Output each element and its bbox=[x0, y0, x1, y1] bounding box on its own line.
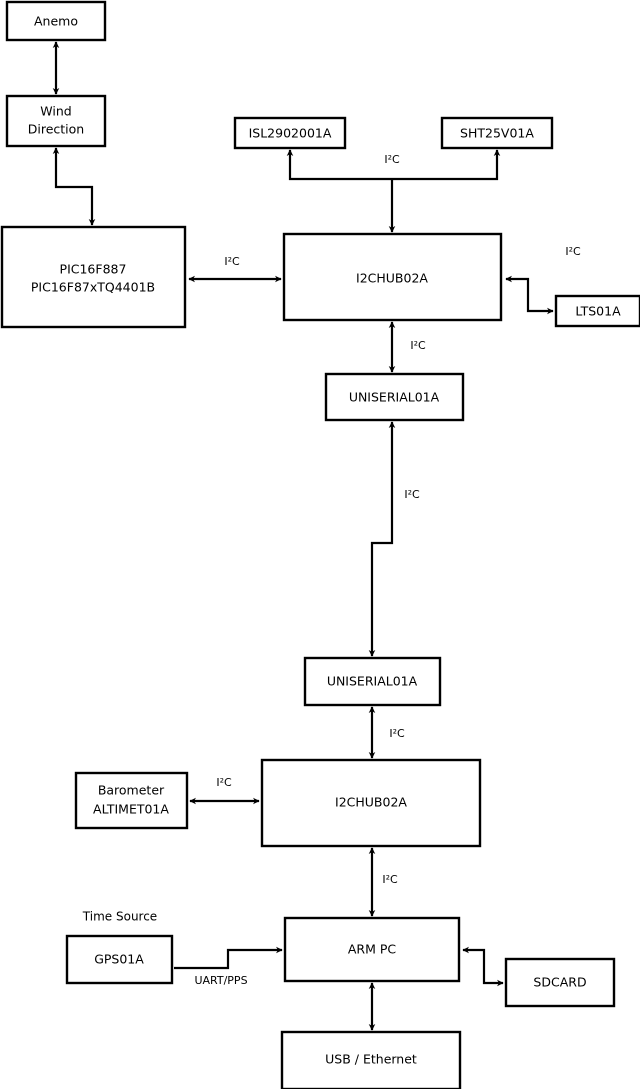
node-pic-mcu[interactable]: PIC16F887 PIC16F87xTQ4401B bbox=[0, 225, 187, 329]
node-label-usb-ethernet: USB / Ethernet bbox=[325, 1052, 417, 1067]
edges-layer: I²C I²C I²C I²C I²C bbox=[52, 41, 581, 1031]
node-box-sht25v01a[interactable] bbox=[440, 116, 554, 150]
node-usb-ethernet[interactable]: USB / Ethernet bbox=[280, 1030, 462, 1089]
node-box-usb-ethernet[interactable] bbox=[280, 1030, 462, 1089]
edge-label-hub2-armpc: I²C bbox=[382, 873, 398, 886]
node-lts01a[interactable]: LTS01A bbox=[554, 294, 640, 328]
node-box-sdcard[interactable] bbox=[504, 957, 616, 1008]
node-box-arm-pc[interactable] bbox=[283, 916, 461, 983]
node-box-i2chub02a-top[interactable] bbox=[282, 232, 503, 322]
node-label-lts01a: LTS01A bbox=[575, 304, 621, 319]
node-label-wind-direction-line1: Wind bbox=[40, 104, 71, 119]
edge-hub-lts: I²C bbox=[505, 245, 581, 315]
edge-line-gps-armpc bbox=[174, 946, 283, 970]
edge-label-uniserial-hub2: I²C bbox=[389, 727, 405, 740]
node-gps01a[interactable]: GPS01A bbox=[65, 934, 174, 985]
node-uniserial01a-top[interactable]: UNISERIAL01A bbox=[324, 372, 465, 422]
node-arm-pc[interactable]: ARM PC bbox=[283, 916, 461, 983]
node-label-sdcard: SDCARD bbox=[533, 975, 586, 990]
node-box-i2chub02a-bottom[interactable] bbox=[260, 758, 482, 848]
node-label-arm-pc: ARM PC bbox=[348, 942, 397, 957]
node-uniserial01a-bottom[interactable]: UNISERIAL01A bbox=[303, 656, 442, 707]
edge-barometer-hub2: I²C bbox=[189, 776, 260, 805]
node-sdcard[interactable]: SDCARD bbox=[504, 957, 616, 1008]
node-box-wind-direction[interactable] bbox=[5, 94, 107, 148]
node-box-uniserial01a-top[interactable] bbox=[324, 372, 465, 422]
edge-label-barometer-hub2: I²C bbox=[216, 776, 232, 789]
edge-hub-sensors: I²C bbox=[286, 149, 501, 233]
node-i2chub02a-bottom[interactable]: I2CHUB02A bbox=[260, 758, 482, 848]
node-anemo[interactable]: Anemo bbox=[5, 0, 107, 42]
node-label-gps01a: GPS01A bbox=[94, 952, 144, 967]
node-box-isl2902001a[interactable] bbox=[233, 116, 347, 150]
node-label-isl2902001a: ISL2902001A bbox=[249, 126, 332, 141]
edge-pic-hub: I²C bbox=[188, 255, 282, 283]
edge-line-uniserial-link bbox=[368, 421, 396, 657]
node-box-lts01a[interactable] bbox=[554, 294, 640, 328]
edge-label-uniserial-link: I²C bbox=[404, 488, 420, 501]
edge-line-armpc-sdcard bbox=[462, 946, 504, 987]
node-label-barometer-line2: ALTIMET01A bbox=[93, 802, 169, 817]
edge-line-wind-pic bbox=[52, 147, 96, 226]
edge-label-pic-hub: I²C bbox=[224, 255, 240, 268]
node-barometer[interactable]: Barometer ALTIMET01A bbox=[74, 771, 189, 830]
edge-armpc-sdcard bbox=[462, 946, 504, 987]
node-label-wind-direction-line2: Direction bbox=[28, 122, 84, 137]
node-label-pic-mcu-line2: PIC16F87xTQ4401B bbox=[31, 280, 155, 295]
label-time-source: Time Source bbox=[82, 910, 157, 924]
node-label-sht25v01a: SHT25V01A bbox=[460, 126, 534, 141]
node-label-pic-mcu-line1: PIC16F887 bbox=[60, 262, 127, 277]
node-label-barometer-line1: Barometer bbox=[98, 783, 165, 798]
edge-gps-armpc: UART/PPS bbox=[174, 946, 283, 987]
node-box-anemo[interactable] bbox=[5, 0, 107, 42]
node-box-gps01a[interactable] bbox=[65, 934, 174, 985]
node-i2chub02a-top[interactable]: I2CHUB02A bbox=[282, 232, 503, 322]
edge-uniserial-hub2: I²C bbox=[368, 706, 405, 759]
node-label-i2chub02a-bottom: I2CHUB02A bbox=[335, 795, 407, 810]
edge-hub-uniserial: I²C bbox=[388, 321, 426, 373]
node-label-anemo: Anemo bbox=[34, 14, 78, 29]
node-label-uniserial01a-bottom: UNISERIAL01A bbox=[327, 674, 418, 689]
edge-line-sensor-bus bbox=[286, 149, 501, 181]
node-label-uniserial01a-top: UNISERIAL01A bbox=[349, 390, 440, 405]
edge-label-hub-lts: I²C bbox=[565, 245, 581, 258]
edge-label-gps-armpc: UART/PPS bbox=[194, 974, 247, 987]
node-isl2902001a[interactable]: ISL2902001A bbox=[233, 116, 347, 150]
node-wind-direction[interactable]: Wind Direction bbox=[5, 94, 107, 148]
node-sht25v01a[interactable]: SHT25V01A bbox=[440, 116, 554, 150]
edge-hub2-armpc: I²C bbox=[368, 847, 398, 917]
edge-uniserial-link: I²C bbox=[368, 421, 420, 657]
edge-wind-pic bbox=[52, 147, 96, 226]
node-box-pic-mcu[interactable] bbox=[0, 225, 187, 329]
node-box-uniserial01a-bottom[interactable] bbox=[303, 656, 442, 707]
edge-label-hub-sensors: I²C bbox=[384, 153, 400, 166]
free-labels-layer: Time Source bbox=[82, 910, 157, 924]
node-box-barometer[interactable] bbox=[74, 771, 189, 830]
node-label-i2chub02a-top: I2CHUB02A bbox=[356, 271, 428, 286]
edge-label-hub-uniserial: I²C bbox=[410, 339, 426, 352]
edge-line-hub-lts bbox=[505, 275, 554, 315]
